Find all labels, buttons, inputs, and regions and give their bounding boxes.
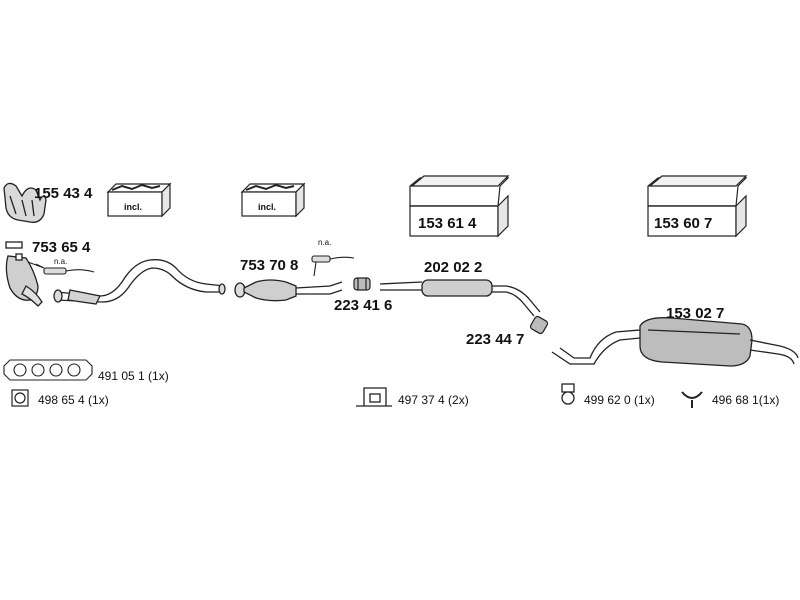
bracket-drawing — [356, 387, 392, 407]
front-catalyst-drawing — [5, 241, 43, 307]
kit-box-drawing-4 — [647, 175, 748, 238]
hanger-drawing — [681, 391, 703, 408]
part-number-middle-catalyst: 753 70 8 — [240, 257, 299, 274]
middle-silencer-drawing — [379, 279, 541, 317]
accessory-bracket: 497 37 4 (2x) — [398, 393, 469, 407]
clamp-1-drawing — [353, 277, 371, 291]
lambda-sensor-front-drawing — [27, 261, 95, 275]
rubber-mount-drawing — [561, 383, 575, 405]
lambda-sensor-middle-drawing — [311, 255, 355, 277]
accessory-hanger: 496 68 1(1x) — [712, 393, 780, 407]
exhaust-manifold-drawing — [3, 182, 47, 223]
incl-label-1: incl. — [124, 202, 143, 212]
note-front-catalyst: n.a. — [54, 257, 68, 266]
kit-box-drawing-1 — [106, 182, 172, 218]
part-number-clamp-1: 223 41 6 — [334, 297, 393, 314]
manifold-gasket-drawing — [3, 359, 93, 381]
part-number-middle-silencer: 202 02 2 — [424, 259, 483, 276]
accessory-manifold-gasket: 491 05 1 (1x) — [98, 369, 169, 383]
flange-gasket-drawing — [11, 389, 29, 407]
accessory-rubber-mount: 499 62 0 (1x) — [584, 393, 655, 407]
rear-silencer-drawing — [551, 317, 799, 367]
part-number-clamp-2: 223 44 7 — [466, 331, 525, 348]
part-number-rear-silencer: 153 02 7 — [666, 305, 725, 322]
part-number-manifold: 155 43 4 — [34, 185, 93, 202]
clamp-2-drawing — [529, 315, 549, 335]
front-pipe-drawing — [53, 259, 226, 305]
part-number-front-catalyst: 753 65 4 — [32, 239, 91, 256]
middle-catalyst-drawing — [234, 279, 343, 302]
part-number-kit-1: 153 61 4 — [418, 215, 477, 232]
incl-label-2: incl. — [258, 202, 277, 212]
kit-box-drawing-3 — [409, 175, 510, 238]
note-middle-catalyst: n.a. — [318, 238, 332, 247]
accessory-flange-gasket: 498 65 4 (1x) — [38, 393, 109, 407]
part-number-kit-2: 153 60 7 — [654, 215, 713, 232]
kit-box-drawing-2 — [240, 182, 306, 218]
